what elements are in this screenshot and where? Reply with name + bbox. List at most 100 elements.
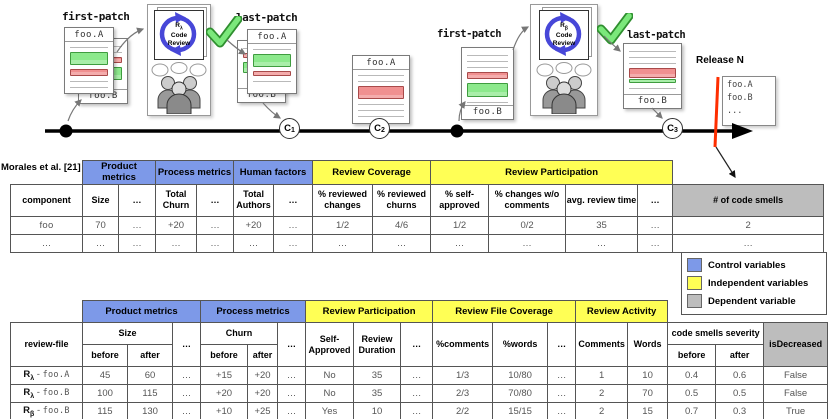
doc-title: foo.A: [353, 56, 409, 70]
group-review-coverage: Review Coverage: [312, 160, 432, 185]
removed-lines-bar: [629, 68, 676, 78]
table-row: Rλ - foo.A 45 60 … +15 +20 … No 35 … 1/3…: [10, 366, 829, 385]
doc-title: foo.A: [65, 28, 113, 42]
col-pct-reviewed-churns: % reviewed churns: [372, 183, 432, 217]
added-lines-bar: [253, 54, 291, 67]
col-size: Size: [82, 322, 173, 345]
col-num-code-smells: # of code smells: [672, 183, 825, 217]
last-patch-label-left: last-patch: [236, 11, 298, 24]
col-dots: …: [273, 183, 314, 217]
arrow-lastpatch-to-c3: [651, 107, 663, 119]
release-file-fooB: foo.B: [727, 92, 753, 103]
table-row: Rβ - foo.B 115 130 … +10 +25 … Yes 10 … …: [10, 402, 829, 419]
added-lines-bar: [467, 83, 508, 97]
morales-metrics-table: Product metrics Process metrics Human fa…: [10, 160, 825, 253]
legend-item-independent: Independent variables: [687, 276, 821, 290]
table-row: … … … … … … … … … … … … … …: [10, 233, 825, 253]
col-pct-changes-wo-comments: % changes w/o comments: [488, 183, 567, 217]
col-comments: Comments: [575, 322, 629, 367]
commit-dot-right: [450, 124, 464, 138]
group-header-row: Product metrics Process metrics Review P…: [11, 300, 828, 323]
group-review-participation: Review Participation: [430, 160, 674, 185]
col-pct-words: %words: [492, 322, 549, 367]
doc-title: foo.A: [248, 30, 296, 44]
col-dots: …: [196, 183, 235, 217]
review-word-review: Review: [167, 39, 191, 47]
col-pct-reviewed-changes: % reviewed changes: [312, 183, 374, 217]
reviewers-icon: [536, 62, 592, 115]
column-header-row: component Size … Total Churn … Total Aut…: [10, 183, 825, 217]
first-patch-label-left: first-patch: [62, 10, 130, 23]
review-id-beta: Rβ Code Review: [540, 11, 588, 59]
control-variables-swatch: [687, 258, 702, 272]
review-file-label: Rλ - foo.B: [10, 384, 83, 403]
group-review-participation: Review Participation: [305, 300, 434, 323]
doc-title: foo.B: [462, 105, 513, 119]
doc-fooA-commit2: foo.A: [352, 55, 410, 124]
added-lines-bar: [70, 52, 108, 65]
col-component: component: [10, 183, 83, 217]
release-file-more: ...: [727, 105, 743, 116]
release-line: [713, 76, 720, 148]
approved-check-icon: [597, 13, 633, 45]
review-subscript: β: [564, 25, 568, 32]
morales-citation-label: Morales et al. [21]: [1, 162, 81, 173]
review-id-alpha: Rλ Code Review: [155, 11, 203, 59]
col-total-churn: Total Churn: [155, 183, 198, 217]
review-word-code: Code: [555, 31, 573, 39]
col-avg-review-time: avg. review time: [565, 183, 639, 217]
col-severity-before: before: [667, 344, 717, 367]
review-letter: R: [175, 22, 180, 30]
group-human-factors: Human factors: [233, 160, 314, 185]
legend: Control variables Independent variables …: [681, 252, 827, 315]
removed-lines-bar: [467, 72, 508, 79]
removed-lines-bar: [70, 69, 108, 76]
doc-fooA-last-patch: foo.A: [247, 29, 297, 94]
col-severity-after: after: [715, 344, 765, 367]
release-label: Release N: [696, 55, 744, 66]
col-review-file: review-file: [10, 322, 83, 367]
review-box-alpha: Rλ Code Review: [147, 4, 211, 116]
review-letter: R: [560, 22, 565, 30]
group-review-file-coverage: Review File Coverage: [432, 300, 577, 323]
col-review-duration: Review Duration: [353, 322, 402, 367]
col-dots: …: [277, 322, 307, 367]
table-row: foo 70 … +20 … +20 … 1/2 4/6 1/2 0/2 35 …: [10, 215, 825, 235]
column-header-row: review-file Size … Churn … Self-Approved…: [10, 322, 829, 367]
legend-item-control: Control variables: [687, 258, 821, 272]
release-file-fooA: foo.A: [727, 80, 753, 90]
col-self-approved: Self-Approved: [305, 322, 355, 367]
doc-fooA-first-patch: foo.A: [64, 27, 114, 94]
review-word-code: Code: [170, 31, 188, 39]
review-box-beta: Rβ Code Review: [530, 4, 598, 116]
review-file-label: Rβ - foo.B: [10, 402, 83, 419]
col-churn: Churn: [200, 322, 279, 345]
first-patch-label-right: first-patch: [437, 28, 502, 40]
group-header-row: Product metrics Process metrics Human fa…: [11, 160, 824, 185]
col-size-before: before: [82, 344, 128, 367]
table-row: Rλ - foo.B 100 115 … +20 +20 … No 35 … 2…: [10, 384, 829, 403]
col-size: Size: [82, 183, 119, 217]
dependent-variable-swatch: [687, 294, 702, 308]
review-word-review: Review: [552, 39, 576, 47]
col-dots: …: [547, 322, 577, 367]
refresh-cycle-icon: [544, 12, 582, 56]
review-subscript: λ: [179, 25, 183, 32]
review-file-label: Rλ - foo.A: [10, 366, 83, 385]
group-product-metrics: Product metrics: [81, 300, 202, 323]
commit-dot-left: [59, 124, 73, 138]
legend-item-dependent: Dependent variable: [687, 294, 821, 308]
release-files-box: foo.A foo.B ...: [722, 76, 776, 126]
group-review-activity: Review Activity: [575, 300, 669, 323]
doc-fooB-last-patch-right: foo.B: [623, 43, 682, 109]
last-patch-label-right: last-patch: [627, 29, 686, 41]
col-size-after: after: [127, 344, 173, 367]
reviewers-icon: [151, 62, 207, 115]
group-product-metrics: Product metrics: [81, 160, 157, 185]
col-pct-self-approved: % self-approved: [430, 183, 490, 217]
col-dots: …: [400, 322, 434, 367]
